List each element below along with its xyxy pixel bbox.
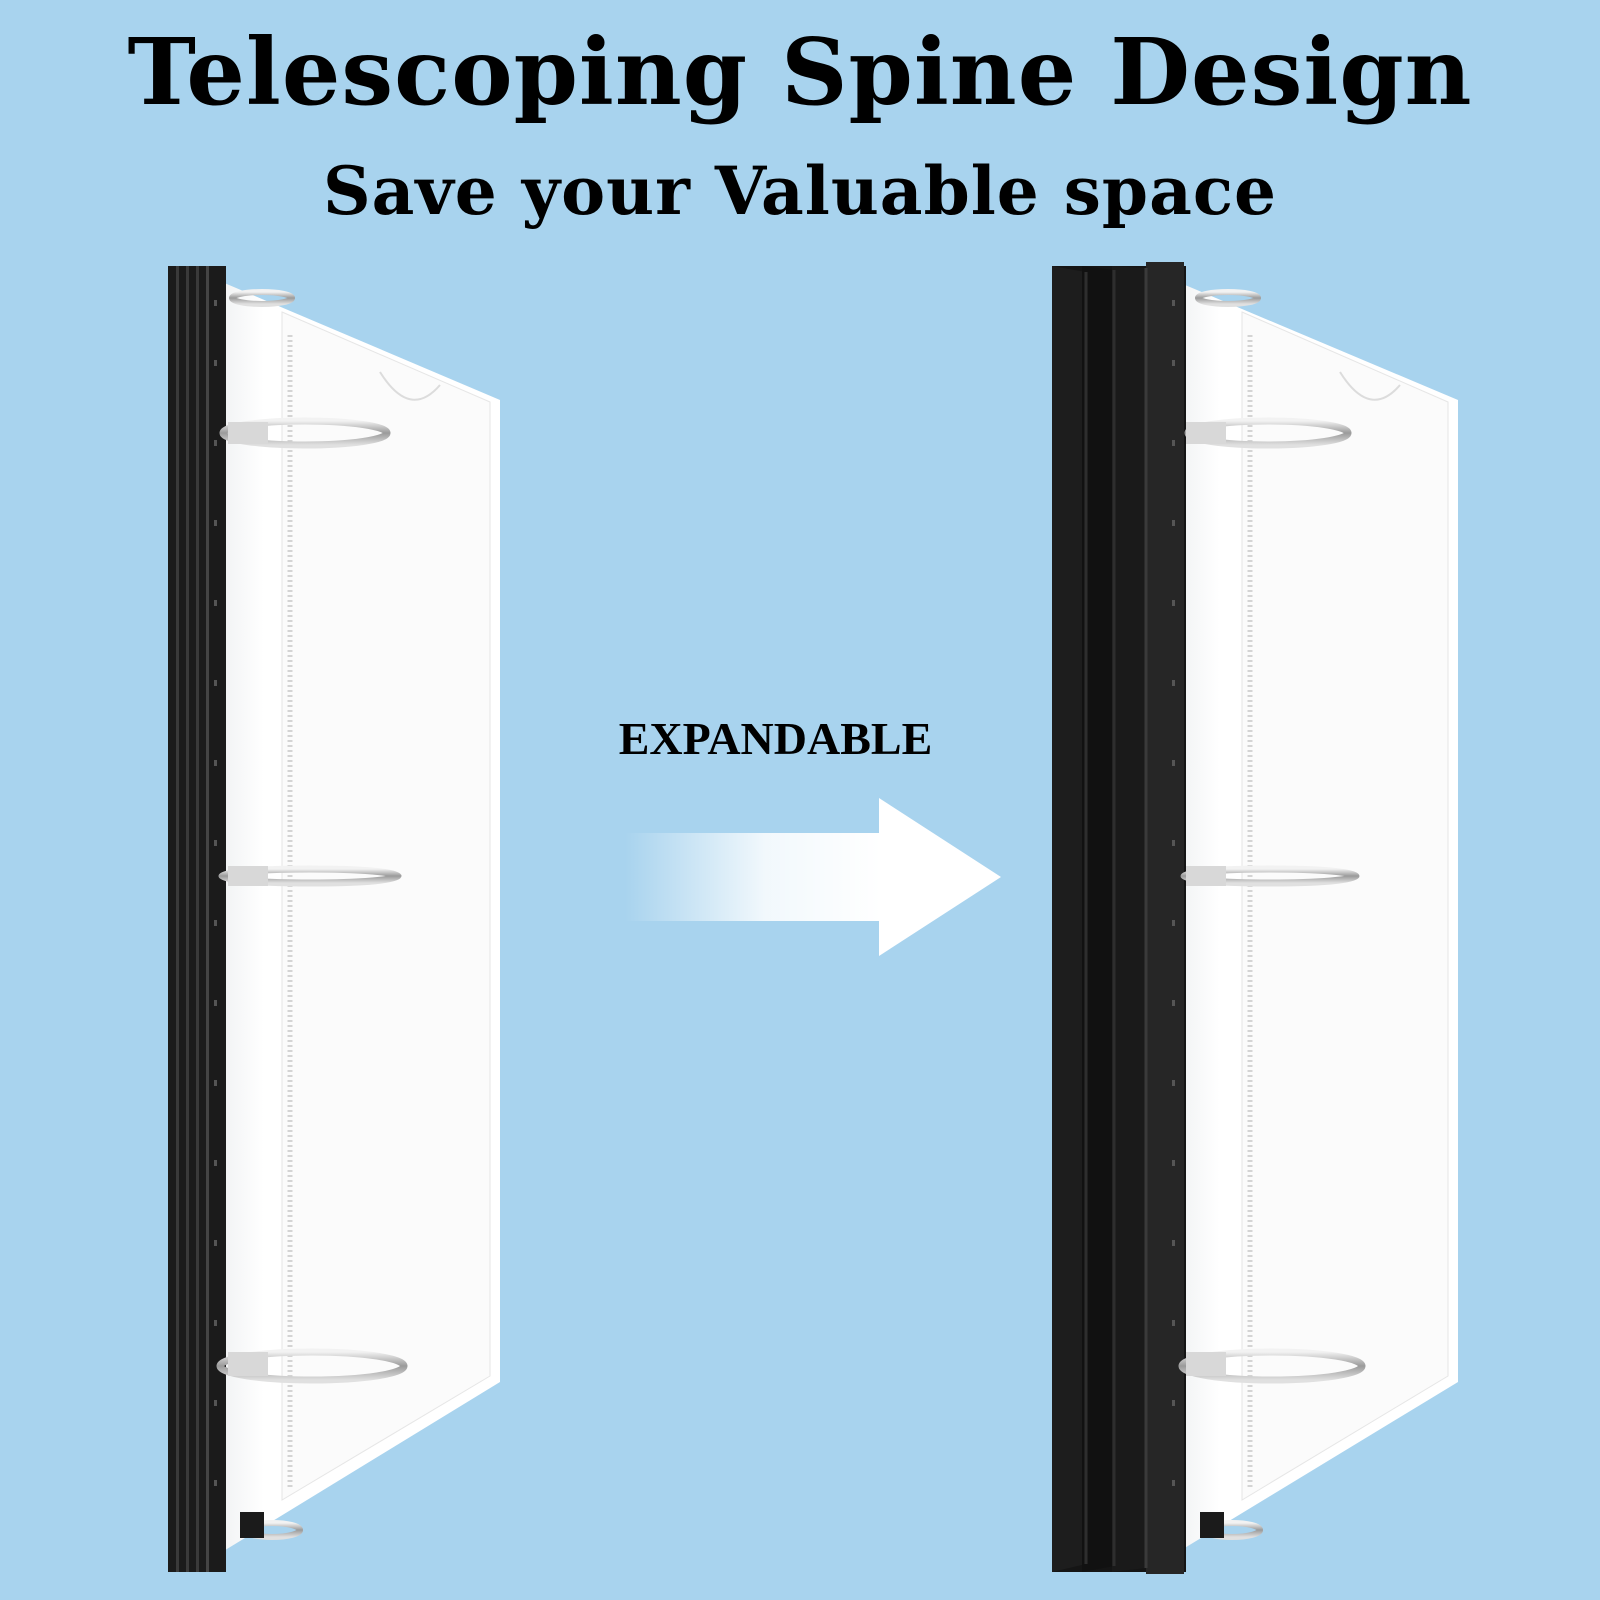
binder-collapsed-spine-icon: [168, 266, 500, 1572]
binder-expanded-spine-icon: [1052, 262, 1458, 1574]
right-arrow-icon: [625, 798, 1001, 956]
subheadline: Save your Valuable space: [322, 152, 1278, 230]
headline: Telescoping Spine Design: [127, 18, 1473, 126]
expandable-label: EXPANDABLE: [618, 713, 933, 764]
